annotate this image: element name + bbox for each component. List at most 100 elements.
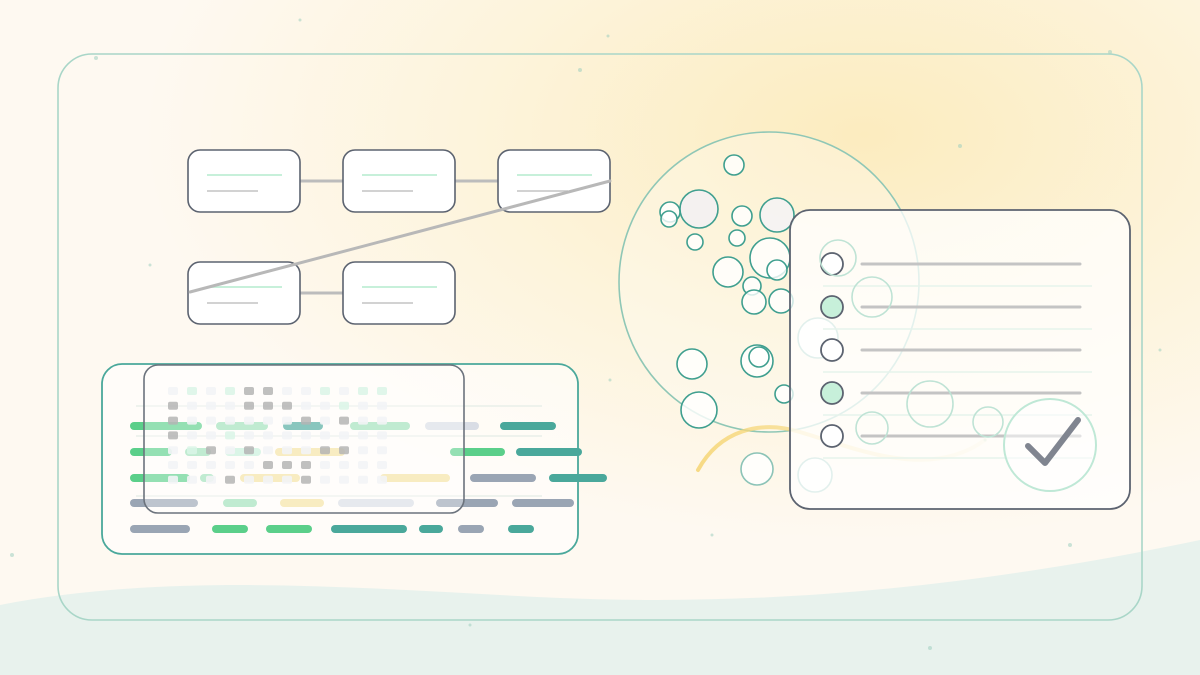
grid-dot xyxy=(244,401,254,410)
grid-dot xyxy=(377,387,387,395)
table-bar xyxy=(508,525,534,533)
grid-dot xyxy=(263,475,273,484)
table-bar xyxy=(500,422,556,430)
grid-dot xyxy=(206,401,216,410)
table-bar xyxy=(436,499,498,507)
dust-dots xyxy=(10,18,1162,650)
grid-dot xyxy=(244,475,254,484)
grid-dot xyxy=(263,401,273,410)
grid-dot xyxy=(225,446,235,455)
grid-dot xyxy=(320,475,330,484)
grid-dot xyxy=(339,475,349,484)
bubble xyxy=(679,189,719,229)
grid-dot xyxy=(377,446,387,455)
outer-frame xyxy=(57,53,1143,621)
grid-dot xyxy=(244,446,254,455)
grid-dot xyxy=(301,401,311,410)
grid-dot xyxy=(320,446,330,455)
checkbox-unchecked xyxy=(820,424,844,448)
bubble xyxy=(731,205,753,227)
grid-dot xyxy=(168,431,178,440)
faint-bubble xyxy=(906,380,954,428)
grid-dot xyxy=(377,461,387,469)
grid-dot xyxy=(339,416,349,425)
grid-dot xyxy=(320,401,330,410)
grid-dot xyxy=(282,431,292,440)
grid-dot xyxy=(244,461,254,469)
checklist-card xyxy=(789,209,1131,510)
table-bar xyxy=(283,422,323,430)
grid-dot xyxy=(206,431,216,440)
grid-dot xyxy=(225,416,235,425)
grid-dot xyxy=(377,431,387,440)
table-bar xyxy=(338,499,414,507)
data-table-panel xyxy=(101,363,607,555)
grid-dot xyxy=(225,387,235,395)
grid-dot xyxy=(282,446,292,455)
table-bar xyxy=(516,448,582,456)
faint-bubble xyxy=(819,239,857,277)
flow-node xyxy=(497,149,611,213)
table-bar xyxy=(212,525,248,533)
checkbox-checked xyxy=(820,381,844,405)
grid-dot xyxy=(282,416,292,425)
grid-dot xyxy=(377,475,387,484)
grid-dot xyxy=(168,461,178,469)
grid-dot xyxy=(263,461,273,469)
check-icon xyxy=(1025,417,1081,466)
grid-dot xyxy=(339,446,349,455)
table-bar xyxy=(512,499,574,507)
bubble xyxy=(680,391,718,429)
checkbox-unchecked xyxy=(820,252,844,276)
table-bar xyxy=(470,474,536,482)
table-bar xyxy=(130,525,190,533)
table-bar xyxy=(458,525,484,533)
grid-dot xyxy=(301,387,311,395)
grid-dot xyxy=(187,401,197,410)
table-bar xyxy=(419,525,443,533)
table-bar xyxy=(130,499,198,507)
bubble xyxy=(748,346,770,368)
grid-dot xyxy=(358,416,368,425)
grid-dot xyxy=(339,461,349,469)
grid-dot xyxy=(301,475,311,484)
flow-node xyxy=(187,261,301,325)
bubble xyxy=(728,229,746,247)
grid-dot xyxy=(282,387,292,395)
grid-dot xyxy=(282,475,292,484)
flow-diagram xyxy=(187,149,612,325)
grid-dot xyxy=(206,416,216,425)
faint-bubble xyxy=(855,411,889,445)
bubble xyxy=(676,348,708,380)
grid-dot xyxy=(187,475,197,484)
grid-dot xyxy=(282,461,292,469)
grid-dot xyxy=(339,431,349,440)
grid-dot xyxy=(263,431,273,440)
bubble xyxy=(759,197,795,233)
table-bar xyxy=(130,422,202,430)
grid-dot xyxy=(282,401,292,410)
grid-dot xyxy=(320,431,330,440)
dot-grid xyxy=(168,387,387,484)
grid-dot xyxy=(339,387,349,395)
table-bar xyxy=(280,499,324,507)
grid-dot xyxy=(206,387,216,395)
grid-dot xyxy=(358,387,368,395)
table-bar xyxy=(425,422,479,430)
grid-dot xyxy=(168,446,178,455)
grid-dot xyxy=(168,387,178,395)
flow-diagonal-connector xyxy=(188,179,612,294)
grid-dot xyxy=(358,431,368,440)
flow-node xyxy=(342,149,456,213)
grid-dot xyxy=(377,416,387,425)
bubble xyxy=(723,154,745,176)
table-bar xyxy=(130,448,172,456)
grid-dot xyxy=(206,446,216,455)
grid-dot xyxy=(244,387,254,395)
grid-dot xyxy=(301,446,311,455)
bubble xyxy=(741,289,767,315)
grid-dot xyxy=(225,461,235,469)
table-bar xyxy=(266,525,312,533)
grid-dot xyxy=(225,431,235,440)
faint-bubble xyxy=(851,276,893,318)
